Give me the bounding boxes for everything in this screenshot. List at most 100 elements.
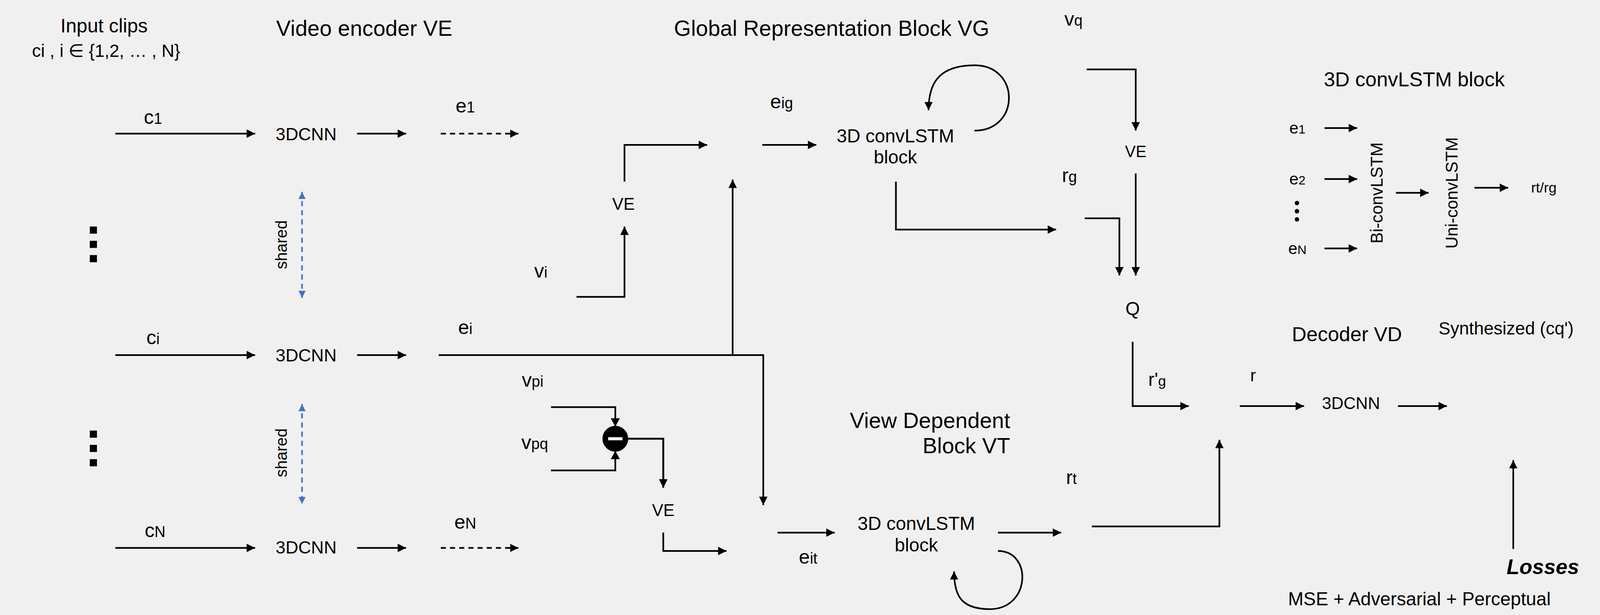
global-block: VEeig3D convLSTM blockGlobal Representat…: [553, 45, 1039, 284]
feature-stack: eig: [707, 110, 763, 180]
vector-label: vpq: [521, 431, 548, 455]
frame-person: [85, 340, 91, 356]
frame-chair: [1474, 396, 1489, 411]
ellipsis-dot: [89, 430, 97, 438]
feature-label: eit: [798, 545, 818, 569]
cuboid-front: [1207, 385, 1227, 440]
frame-person: [78, 537, 84, 554]
frame-chair: [82, 551, 94, 563]
feature-map-shape: [406, 320, 439, 391]
cuboid-front: [1061, 506, 1081, 560]
cuboid-top: [726, 505, 759, 519]
pose-vector: vpq: [520, 461, 552, 480]
feature-map: e1: [406, 98, 439, 169]
trapezoid-outline: [1096, 275, 1169, 342]
frame-chair: [74, 118, 86, 131]
panel-ground: [570, 393, 1032, 615]
connector-arrow: [997, 531, 1062, 534]
convlstm-legend: e1e2eNBi-convLSTMUni-convLSTMrt/rg3D con…: [1242, 58, 1587, 296]
feature-label: e1: [455, 94, 475, 118]
input-clip: c1: [45, 84, 116, 157]
cuboid-side: [426, 320, 439, 391]
frame-wall: [1447, 364, 1517, 434]
connector-arrow: [438, 179, 734, 356]
feature-map-shape: [406, 98, 439, 169]
cuboid-side: [543, 461, 552, 480]
panel-ground: [1243, 58, 1586, 295]
connector-arrow: [115, 132, 256, 135]
cuboid-side: [1080, 494, 1092, 560]
ellipsis-dot: [1294, 208, 1300, 214]
trapezoid-outline: [581, 181, 666, 227]
frame-wall-light: [80, 91, 109, 128]
frame-wall-light: [87, 98, 116, 135]
cuboid-front: [1188, 385, 1208, 440]
frame-floor: [1455, 414, 1526, 443]
connector-arrow: [357, 354, 407, 356]
video-frame: [45, 84, 102, 142]
convlstm-block: 3D convLSTM block: [816, 112, 975, 182]
synthesized-clip: Synthesized (cq'): [1447, 364, 1534, 452]
encoder-group: 3DCNN3DCNN3DCNNe1eieNVideo encoder VE: [226, 56, 495, 615]
legend-output: rt/rg: [1508, 173, 1580, 203]
feature-label: r: [1250, 365, 1256, 386]
frame-person: [1496, 406, 1504, 425]
frame-person: [78, 111, 84, 128]
frame-floor: [59, 354, 116, 378]
frame-chair: [68, 537, 80, 549]
panel-ground: [553, 45, 1039, 284]
cuboid-top: [1056, 191, 1085, 203]
cuboid-front: [520, 468, 544, 480]
connector-arrow: [1474, 187, 1509, 189]
connector-arrow: [896, 181, 1057, 230]
cuboid-top: [1064, 40, 1087, 50]
cuboid-front: [406, 332, 427, 390]
cuboid-front: [727, 123, 750, 180]
cuboid-top: [406, 320, 439, 333]
frame-person-head: [1478, 381, 1487, 389]
layer-name: VE: [1105, 142, 1167, 162]
arrow-head: [610, 418, 621, 427]
frame-wall: [52, 517, 109, 575]
uni-convlstm: Uni-convLSTM: [1428, 101, 1475, 284]
frame-floor: [45, 340, 102, 364]
trapezoid-outline: [1304, 357, 1399, 450]
clip-frames: [1447, 364, 1534, 452]
layer-name: Bi-convLSTM: [1367, 142, 1387, 244]
video-frame: [52, 517, 109, 575]
query-view-shape: [1064, 40, 1087, 97]
global-repr-shape: [1056, 191, 1085, 245]
feature-label: rt: [1065, 466, 1077, 490]
frame-person-head: [85, 334, 92, 341]
cuboid-side: [749, 110, 763, 180]
input-heading: Input clips: [60, 14, 148, 37]
cuboid-top: [515, 398, 552, 406]
cuboid-top: [520, 461, 552, 469]
cuboid-side: [1078, 40, 1087, 97]
cuboid-side: [569, 287, 577, 306]
shared-note: shared: [272, 220, 292, 270]
clip-label: c1: [144, 106, 163, 129]
transform-repr: rt: [1061, 494, 1092, 560]
input-clip-shape: [45, 306, 116, 378]
query-network: Q: [1096, 275, 1169, 342]
box-outline: [1429, 102, 1474, 283]
cuboid-top: [406, 512, 439, 525]
output-label: Synthesized (cq'): [1438, 318, 1574, 339]
bi-convlstm: Bi-convLSTM: [1357, 101, 1397, 284]
video-frame: [1447, 364, 1517, 434]
frame-person: [85, 118, 91, 135]
cuboid-side: [543, 398, 552, 417]
feature-label: eN: [1270, 238, 1325, 258]
layer-name: 3DCNN: [255, 345, 358, 366]
connector-arrow: [624, 144, 707, 182]
frame-wall-light: [80, 517, 109, 553]
video-frame: [52, 313, 109, 371]
frame-wall: [1464, 381, 1534, 452]
frame-wall: [45, 510, 102, 568]
frame-wall-light: [1498, 381, 1534, 425]
trapezoid-outline: [255, 513, 358, 582]
view-vector: vi: [515, 287, 577, 306]
